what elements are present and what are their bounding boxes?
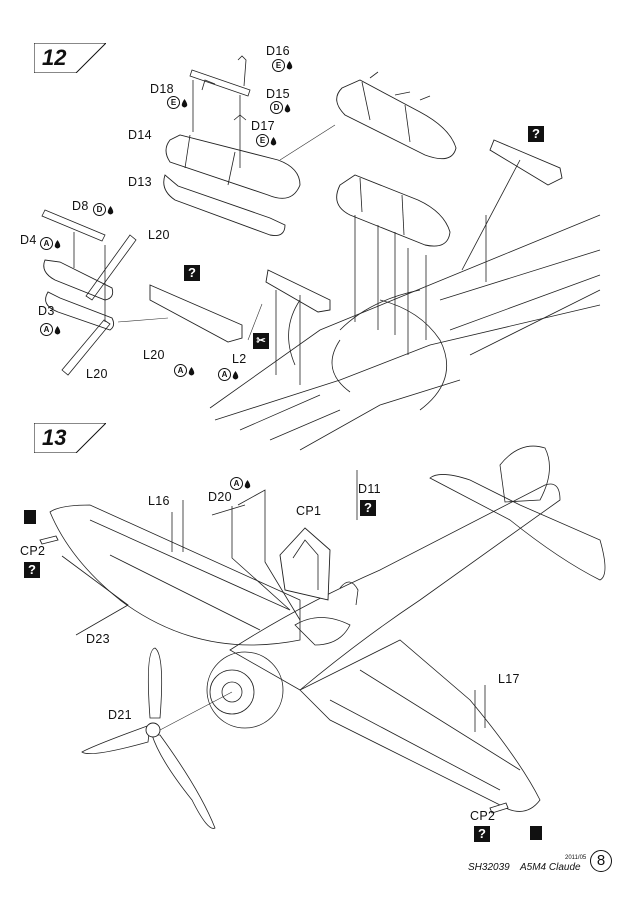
label-d20: D20 (208, 490, 232, 504)
glue-drop-icon (54, 326, 61, 335)
footer-kit-code: SH32039 (468, 862, 510, 873)
label-d13: D13 (128, 175, 152, 189)
step-12-number: 12 (42, 45, 67, 70)
clear-part-icon (530, 826, 542, 840)
pylon-right (461, 139, 563, 282)
page-number: 8 (590, 850, 612, 872)
glue-drop-icon (107, 206, 114, 215)
drop-tank-right-lower (336, 174, 451, 355)
step-13-flag (34, 423, 106, 453)
step-13-number: 13 (42, 425, 67, 450)
label-cp2-left: CP2 (20, 544, 46, 558)
label-d16: D16 (266, 44, 290, 58)
question-icon: ? (184, 265, 200, 281)
glue-drop-icon (54, 240, 61, 249)
wing-underside-view (209, 214, 601, 451)
marker-e-d18: E (167, 96, 180, 109)
drop-tank-right-upper (336, 71, 457, 160)
footer-model-name: A5M4 Claude (520, 862, 581, 873)
aircraft-top-view (39, 445, 606, 829)
glue-drop-icon (270, 137, 277, 146)
glue-drop-icon (232, 371, 239, 380)
label-d23: D23 (86, 632, 110, 646)
cut-off-icon: ✂ (253, 333, 269, 349)
marker-e-d17: E (256, 134, 269, 147)
label-d11: D11 (358, 482, 381, 496)
glue-drop-icon (188, 367, 195, 376)
label-d14: D14 (128, 128, 152, 142)
bomb-rack-left (41, 209, 137, 376)
glue-drop-icon (181, 99, 188, 108)
label-d4: D4 (20, 233, 37, 247)
glue-drop-icon (286, 61, 293, 70)
label-l17: L17 (498, 672, 520, 686)
label-l20-top: L20 (148, 228, 170, 242)
pylon-left (265, 269, 331, 385)
marker-a-d3: A (40, 323, 53, 336)
label-d8: D8 (72, 199, 89, 213)
label-l20-middle: L20 (143, 348, 165, 362)
label-l16: L16 (148, 494, 170, 508)
clear-part-icon (24, 510, 36, 524)
label-cp2-right: CP2 (470, 809, 496, 823)
marker-a-l20: A (174, 364, 187, 377)
label-l2: L2 (232, 352, 247, 366)
label-d17: D17 (251, 119, 275, 133)
label-cp1: CP1 (296, 504, 322, 518)
question-icon: ? (360, 500, 376, 516)
marker-a-d20: A (230, 477, 243, 490)
marker-d-d8: D (93, 203, 106, 216)
label-d15: D15 (266, 87, 290, 101)
question-icon: ? (474, 826, 490, 842)
step-12-flag (34, 43, 106, 73)
label-d21: D21 (108, 708, 132, 722)
marker-d-d15: D (270, 101, 283, 114)
glue-drop-icon (284, 104, 291, 113)
label-d3: D3 (38, 304, 55, 318)
label-l20-bottom: L20 (86, 367, 108, 381)
question-icon: ? (24, 562, 40, 578)
drop-tank-d14-assembly (163, 55, 336, 236)
marker-a-d4: A (40, 237, 53, 250)
label-d18: D18 (150, 82, 174, 96)
marker-e-d16: E (272, 59, 285, 72)
glue-drop-icon (244, 480, 251, 489)
pylon-center (117, 284, 243, 343)
footer-year: 2011/05 (565, 855, 587, 861)
marker-a-l2: A (218, 368, 231, 381)
question-icon: ? (528, 126, 544, 142)
